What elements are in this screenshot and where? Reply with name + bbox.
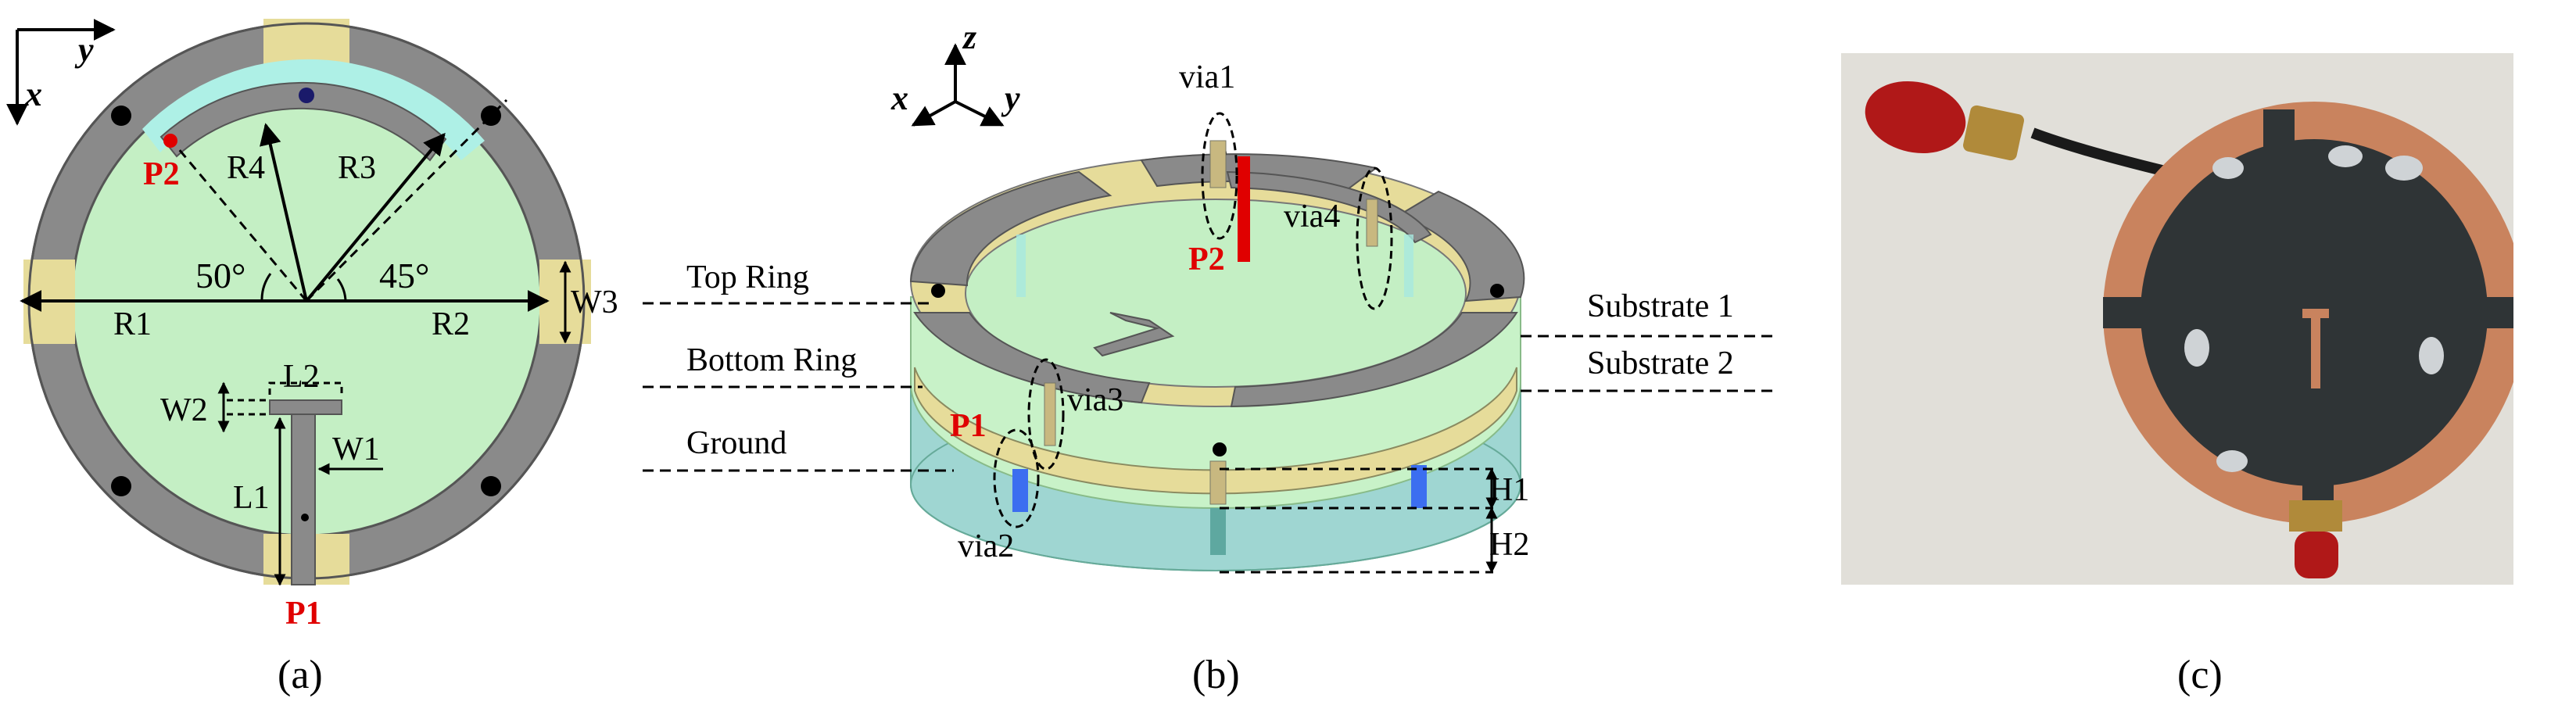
port-p1-label-b: P1: [950, 408, 987, 444]
sma-connector-bottom: [2289, 500, 2342, 532]
port-p2-pin: [1238, 156, 1250, 262]
ring-via-bl: [111, 476, 131, 496]
via-top-blue: [299, 88, 314, 103]
ring-seg-3: [1397, 190, 1525, 303]
panel-b-3d-view: z x y: [643, 18, 1775, 697]
substrate1-label: Substrate 1: [1587, 288, 1734, 324]
ring-via-tl: [111, 106, 131, 126]
l2-label: L2: [283, 359, 320, 395]
caption-a: (a): [278, 653, 323, 697]
caption-c: (c): [2177, 653, 2223, 697]
ground-label: Ground: [686, 425, 786, 461]
r1-label: R1: [113, 306, 152, 342]
substrate2-label: Substrate 2: [1587, 345, 1734, 381]
h1-label: H1: [1489, 472, 1529, 508]
panel-c-photo: (c): [1841, 53, 2513, 697]
feed-t-bar: [269, 399, 342, 415]
r2-label: R2: [432, 306, 470, 342]
via1-cylinder: [1209, 140, 1227, 188]
via3-cylinder: [1044, 382, 1056, 446]
r4-label: R4: [227, 150, 265, 186]
top-ring-label: Top Ring: [686, 260, 809, 295]
axis-x-label-b: x: [890, 79, 908, 117]
port-p1-label: P1: [285, 596, 322, 632]
axis-indicator-b: z x y: [890, 18, 1020, 127]
via2-cylinder: [1012, 469, 1028, 512]
ring-seg-4: [913, 312, 1151, 404]
w1-label: W1: [332, 431, 380, 467]
r3-label: R3: [338, 150, 376, 186]
via1-label: via1: [1179, 59, 1235, 95]
axis-y-label: y: [74, 30, 94, 69]
arc-strip: [159, 81, 447, 162]
bottom-ring: [914, 367, 1517, 495]
angle-45-label: 45°: [379, 256, 429, 295]
via3-label: via3: [1067, 382, 1123, 418]
bottom-ring-label: Bottom Ring: [686, 342, 857, 378]
via4-label: via4: [1284, 199, 1340, 234]
port-p2-dot: [163, 134, 177, 148]
ring-via-br: [481, 476, 501, 496]
top-substrate-face: [965, 199, 1467, 388]
inner-arc-strip: [1226, 170, 1432, 244]
ring-seg-5: [1230, 312, 1518, 408]
board-feed-t: [2311, 318, 2320, 388]
w3-label: W3: [571, 285, 618, 320]
caption-b: (b): [1192, 653, 1240, 697]
angle-50-label: 50°: [195, 256, 245, 295]
red-cap-top: [1865, 81, 1966, 154]
axis-z-label: z: [962, 18, 976, 56]
via2-label: via2: [958, 528, 1014, 564]
panel-a-top-view: y x P2 R4 R3 50° 45°: [6, 19, 618, 697]
red-cap-bottom: [2295, 532, 2338, 578]
via4-cylinder: [1366, 199, 1378, 247]
port-p2-label-b: P2: [1188, 242, 1225, 277]
h2-label: H2: [1489, 527, 1529, 563]
axis-x-label: x: [24, 75, 42, 113]
arc-band: [142, 59, 485, 160]
w2-label: W2: [160, 392, 208, 428]
sma-connector-top: [1963, 105, 2024, 161]
axis-y-label-b: y: [1001, 79, 1020, 117]
feed-t-3d: [1093, 312, 1175, 357]
axis-indicator-a: y x: [6, 19, 116, 126]
l1-label: L1: [233, 480, 270, 516]
ring-seg-1: [909, 170, 1112, 287]
port-p2-label: P2: [143, 156, 180, 192]
feed-line: [291, 413, 316, 585]
